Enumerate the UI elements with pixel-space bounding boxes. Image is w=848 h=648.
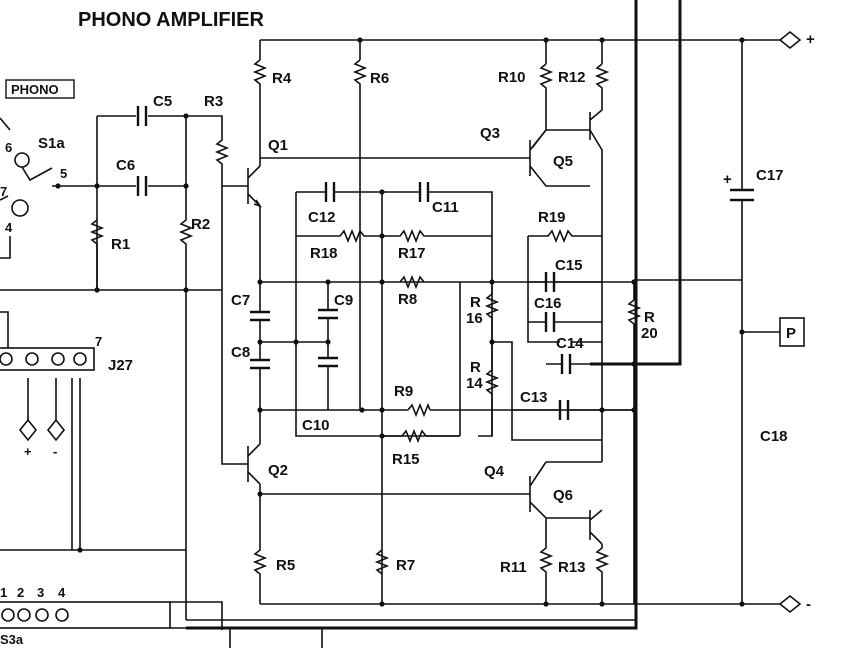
r12-label: R12 [558, 69, 586, 86]
c6-label: C6 [116, 157, 135, 174]
output-label: P [786, 325, 796, 342]
c7-label: C7 [231, 292, 250, 309]
c13-label: C13 [520, 389, 548, 406]
c9-label: C9 [334, 292, 353, 309]
j27-label: J27 [108, 357, 133, 374]
r5-label: R5 [276, 557, 295, 574]
q3-label: Q3 [480, 125, 500, 142]
r16-label-num: 16 [466, 310, 483, 327]
c16-label: C16 [534, 295, 562, 312]
r18-label: R18 [310, 245, 338, 262]
q5-label: Q5 [553, 153, 573, 170]
r10-label: R10 [498, 69, 526, 86]
supply-minus-label: - [806, 596, 811, 613]
s3a-pin-1: 1 [0, 585, 7, 600]
supply-plus-terminal: + [778, 30, 815, 50]
s3a-label: S3a [0, 632, 24, 647]
r15-label: R15 [392, 451, 420, 468]
switch-s3a: 1 2 3 4 S3a [0, 585, 171, 647]
r20-label-r: R [644, 309, 655, 326]
switch-pin-4: 4 [5, 220, 13, 235]
r1-label: R1 [111, 236, 130, 253]
r8-label: R8 [398, 291, 417, 308]
r6-label: R6 [370, 70, 389, 87]
q1-label: Q1 [268, 137, 288, 154]
c17-label: C17 [756, 167, 784, 184]
r4-label: R4 [272, 70, 292, 87]
r16-label-r: R [470, 294, 481, 311]
r14-label-r: R [470, 359, 481, 376]
r2-label: R2 [191, 216, 210, 233]
switch-s1a: S1a 6 5 7 4 [0, 117, 97, 259]
c5-label: C5 [153, 93, 172, 110]
r17-label: R17 [398, 245, 426, 262]
r20-label-num: 20 [641, 325, 658, 342]
r9-label: R9 [394, 383, 413, 400]
j27-plus: + [24, 444, 32, 459]
svg-text:+: + [723, 171, 732, 188]
j27-minus: - [53, 444, 57, 459]
r19-label: R19 [538, 209, 566, 226]
r3-label: R3 [204, 93, 223, 110]
r13-label: R13 [558, 559, 586, 576]
q4-label: Q4 [484, 463, 505, 480]
s3a-pin-2: 2 [17, 585, 24, 600]
c11-label: C11 [432, 199, 459, 216]
c15-label: C15 [555, 257, 583, 274]
supply-plus-label: + [806, 31, 815, 48]
q6-label: Q6 [553, 487, 573, 504]
j27-pin-label: 7 [95, 334, 102, 349]
c12-label: C12 [308, 209, 336, 226]
r14-label-num: 14 [466, 375, 483, 392]
c14-label: C14 [556, 335, 584, 352]
page-title: PHONO AMPLIFIER [78, 9, 264, 31]
phono-label-box: PHONO [5, 79, 75, 99]
r11-label: R11 [500, 559, 527, 576]
phono-label: PHONO [11, 82, 59, 97]
switch-pin-6: 6 [5, 140, 12, 155]
switch-pin-5: 5 [60, 166, 67, 181]
supply-minus-terminal: - [778, 594, 811, 614]
r7-label: R7 [396, 557, 415, 574]
switch-label: S1a [38, 135, 65, 152]
c8-label: C8 [231, 344, 250, 361]
input-network [0, 106, 248, 620]
s3a-pin-4: 4 [58, 585, 66, 600]
connector-j27: 7 J27 + - [0, 311, 133, 550]
s3a-pin-3: 3 [37, 585, 44, 600]
c10-label: C10 [302, 417, 330, 434]
c18-label: C18 [760, 428, 788, 445]
output-terminal-p: P [779, 317, 805, 347]
q2-label: Q2 [268, 462, 288, 479]
switch-pin-7: 7 [0, 184, 7, 199]
